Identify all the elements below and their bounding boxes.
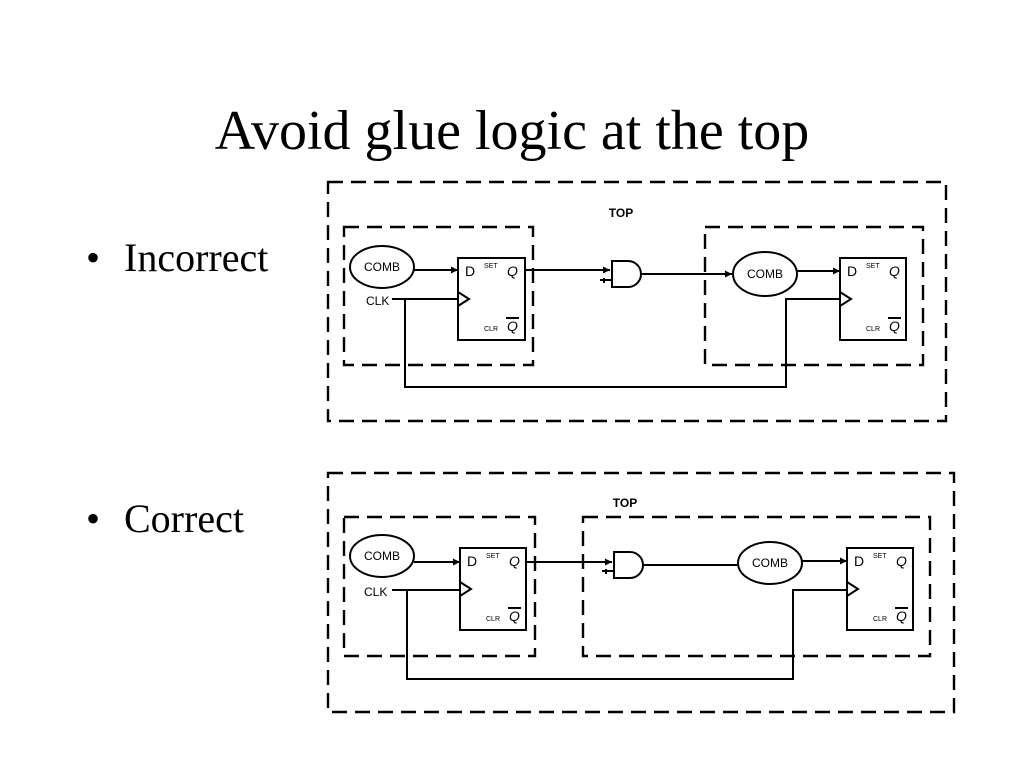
ff-set-label: SET bbox=[486, 553, 500, 560]
and-gate-glue bbox=[600, 260, 642, 288]
bullet-label: Correct bbox=[124, 496, 244, 541]
ff-q-label: Q bbox=[509, 553, 520, 569]
wire-clock-route bbox=[406, 589, 847, 680]
ff-qbar-label: Q bbox=[507, 318, 518, 334]
clk-label: CLK bbox=[366, 294, 389, 308]
comb-label: COMB bbox=[752, 556, 788, 570]
flip-flop-right: D SET Q CLR Q bbox=[839, 257, 907, 341]
top-label: TOP bbox=[609, 206, 633, 220]
bullet-icon: • bbox=[86, 496, 101, 541]
comb-label: COMB bbox=[747, 267, 783, 281]
ff-d-label: D bbox=[467, 553, 477, 569]
comb-logic-right bbox=[737, 541, 803, 585]
bullet-correct: • Correct bbox=[86, 499, 244, 539]
right-block bbox=[703, 225, 925, 367]
ff-clr-label: CLR bbox=[873, 616, 887, 623]
top-label: TOP bbox=[613, 496, 637, 510]
comb-label: COMB bbox=[364, 549, 400, 563]
ff-qbar-label: Q bbox=[509, 608, 520, 624]
ff-clr-label: CLR bbox=[484, 326, 498, 333]
ff-d-label: D bbox=[847, 263, 857, 279]
and-gate bbox=[602, 551, 644, 579]
diagram-incorrect: TOP COMB CLK D SET Q CLR Q bbox=[326, 180, 948, 423]
diagram-correct: TOP COMB CLK D SET Q CLR Q bbox=[326, 471, 956, 714]
clk-label: CLK bbox=[364, 585, 387, 599]
ff-set-label: SET bbox=[873, 553, 887, 560]
ff-d-label: D bbox=[854, 553, 864, 569]
left-block bbox=[342, 225, 535, 367]
ff-d-label: D bbox=[465, 263, 475, 279]
ff-qbar-label: Q bbox=[889, 318, 900, 334]
bullet-icon: • bbox=[86, 235, 101, 280]
comb-logic-left bbox=[349, 245, 415, 289]
wire-clock-route bbox=[404, 298, 840, 388]
ff-q-label: Q bbox=[507, 263, 518, 279]
flip-flop-right: D SET Q CLR Q bbox=[846, 547, 914, 631]
ff-clr-label: CLR bbox=[486, 616, 500, 623]
slide-title: Avoid glue logic at the top bbox=[214, 100, 810, 162]
top-boundary bbox=[326, 180, 948, 423]
bullet-incorrect: • Incorrect bbox=[86, 238, 268, 278]
ff-clr-label: CLR bbox=[866, 326, 880, 333]
ff-set-label: SET bbox=[866, 263, 880, 270]
comb-label: COMB bbox=[364, 260, 400, 274]
top-boundary bbox=[326, 471, 956, 714]
left-block bbox=[342, 515, 537, 658]
ff-set-label: SET bbox=[484, 263, 498, 270]
flip-flop-left: D SET Q CLR Q bbox=[457, 257, 526, 341]
bullet-label: Incorrect bbox=[124, 235, 269, 280]
ff-q-label: Q bbox=[889, 263, 900, 279]
comb-logic-left bbox=[349, 534, 415, 578]
ff-qbar-label: Q bbox=[896, 608, 907, 624]
flip-flop-left: D SET Q CLR Q bbox=[459, 547, 527, 631]
comb-logic-right bbox=[732, 251, 798, 297]
ff-q-label: Q bbox=[896, 553, 907, 569]
right-block bbox=[581, 515, 932, 658]
